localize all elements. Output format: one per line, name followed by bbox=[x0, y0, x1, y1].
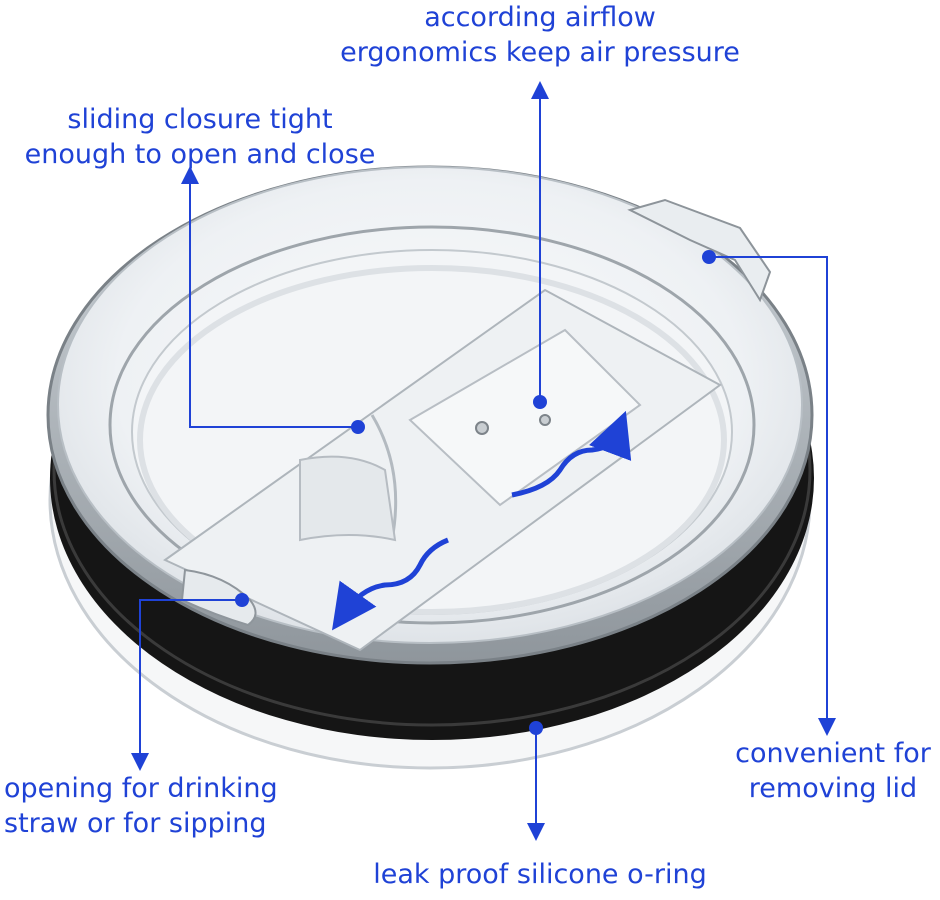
removal-callout-line bbox=[709, 256, 836, 736]
air-hole bbox=[475, 421, 489, 435]
straw-label-line-1: opening for drinking bbox=[4, 773, 278, 804]
straw-opening-label: opening for drinking straw or for sippin… bbox=[4, 771, 334, 841]
lid-inner-shadow bbox=[137, 265, 727, 615]
slider-plate bbox=[408, 328, 642, 507]
sliding-label-line-1: sliding closure tight bbox=[67, 104, 333, 135]
lid-illustration bbox=[46, 165, 814, 770]
oring-label: leak proof silicone o-ring bbox=[330, 857, 750, 892]
removing-label-line-2: removing lid bbox=[748, 773, 918, 804]
sliding-closure-label: sliding closure tight enough to open and… bbox=[0, 102, 400, 172]
airflow-label: according airflow ergonomics keep air pr… bbox=[270, 0, 810, 70]
straw-callout-line bbox=[131, 599, 242, 771]
airflow-label-line-1: according airflow bbox=[424, 2, 656, 33]
callout-lines bbox=[131, 81, 836, 841]
airflow-label-line-2: ergonomics keep air pressure bbox=[340, 37, 740, 68]
air-hole bbox=[539, 414, 551, 426]
removal-tab bbox=[627, 198, 772, 303]
removing-label-line-1: convenient for bbox=[735, 738, 931, 769]
sliding-label-line-2: enough to open and close bbox=[24, 139, 376, 170]
removing-lid-label: convenient for removing lid bbox=[718, 736, 940, 806]
straw-label-line-2: straw or for sipping bbox=[4, 808, 267, 839]
oring-label-line-1: leak proof silicone o-ring bbox=[373, 859, 707, 890]
slider-ridge bbox=[299, 455, 397, 542]
slide-close-arrow bbox=[331, 537, 449, 631]
sliding-callout-line bbox=[181, 166, 358, 428]
lid-inner-ring bbox=[108, 225, 756, 625]
slide-open-arrow bbox=[511, 410, 632, 498]
slider-divider bbox=[370, 414, 398, 541]
drinking-opening bbox=[180, 568, 257, 627]
